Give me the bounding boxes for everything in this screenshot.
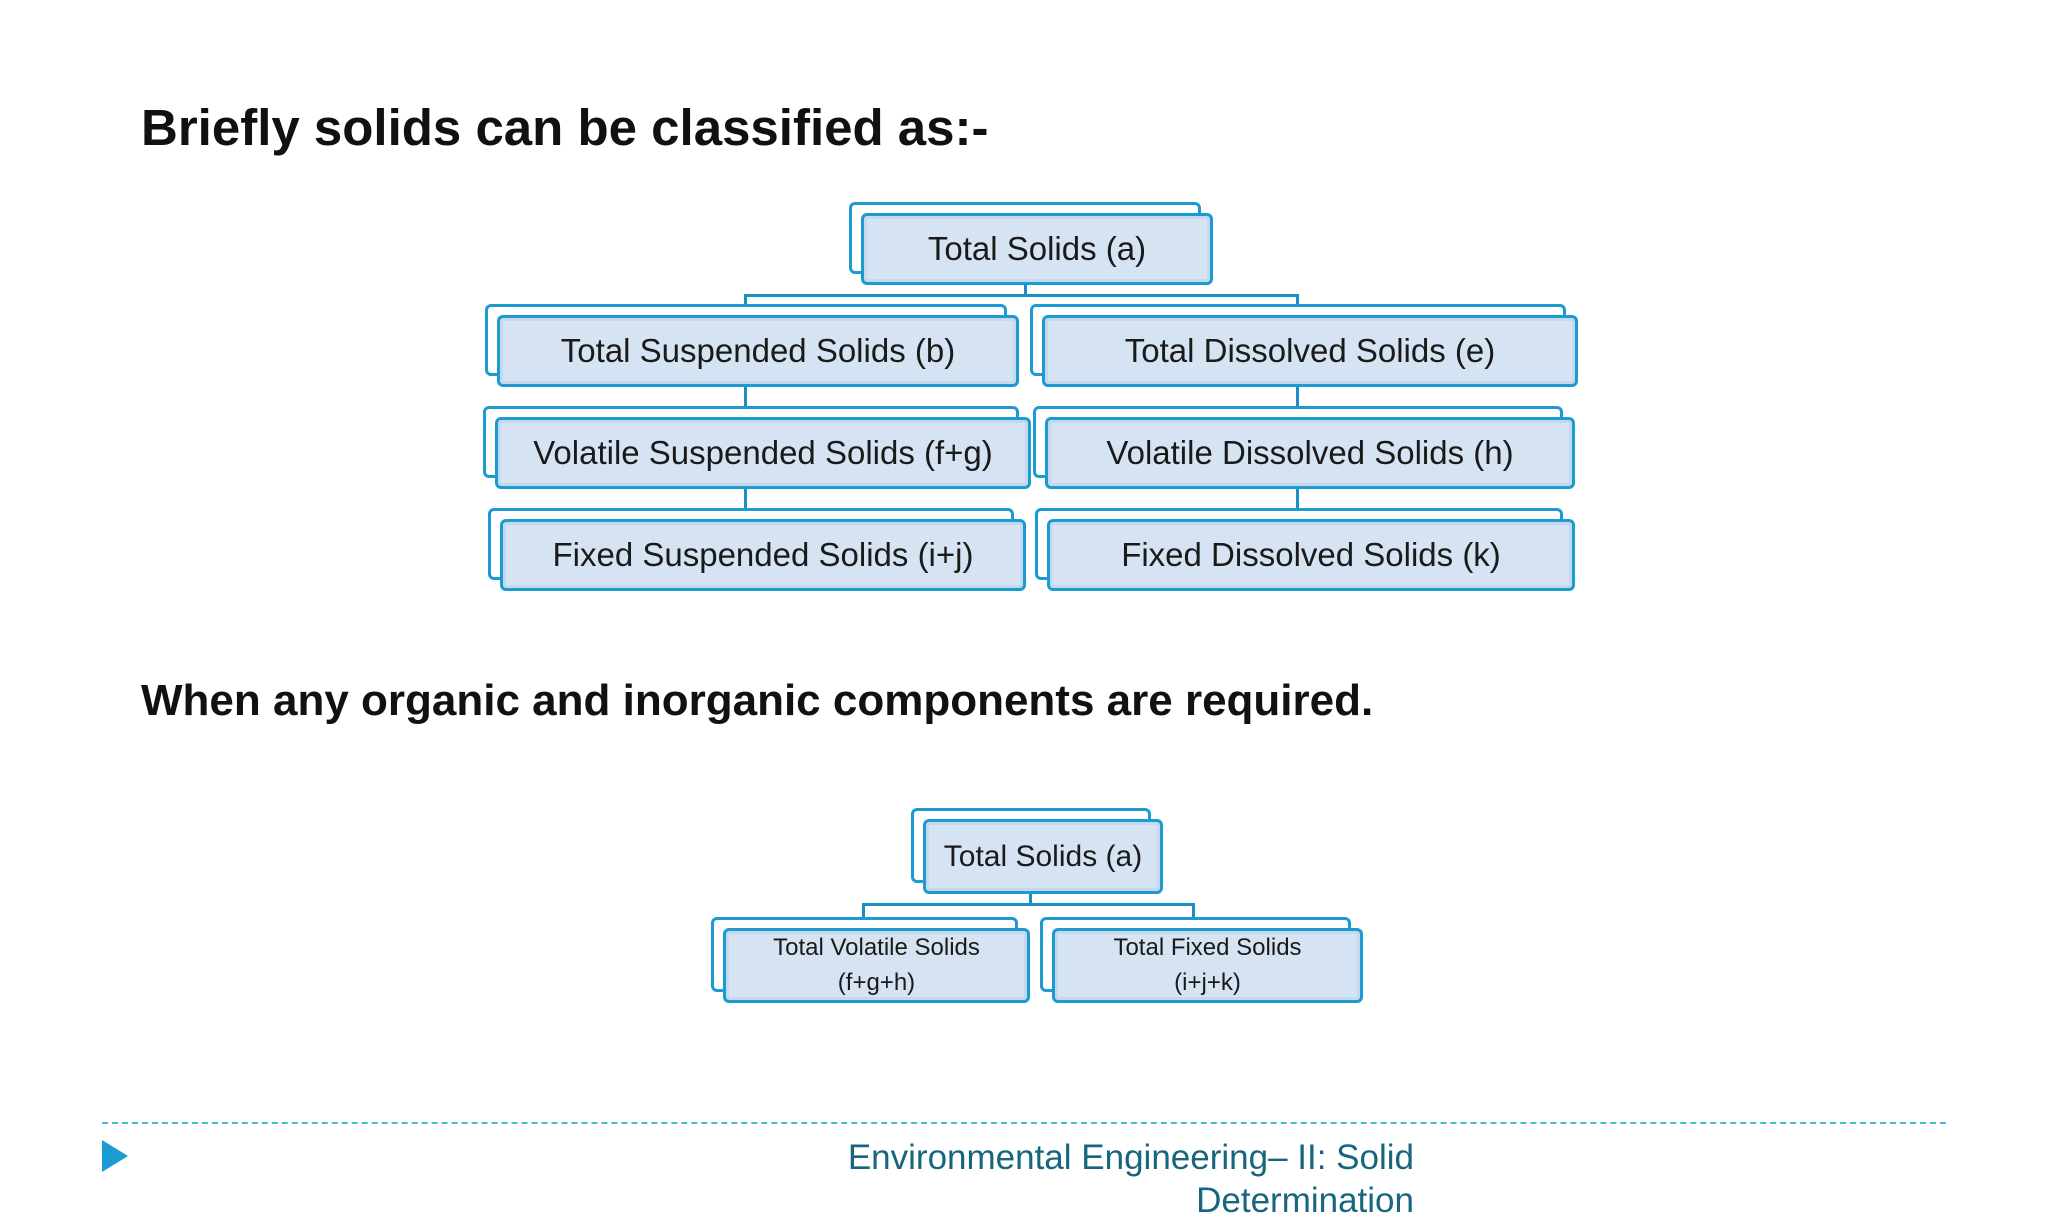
connector [1024,284,1027,296]
footer-title: Environmental Engineering– II: Solid Det… [760,1136,1414,1222]
connector [744,294,747,312]
node-label-line1: Total Fixed Solids [1113,933,1302,961]
section-heading: When any organic and inorganic component… [141,676,1374,725]
connector [1296,488,1299,508]
play-arrow-icon [102,1140,128,1172]
connector [1192,903,1195,919]
node-label-line1: Total Volatile Solids [773,933,980,961]
connector [744,488,747,508]
footer-divider [102,1122,1946,1124]
connector [862,903,1195,906]
footer-line1: Environmental Engineering– II: Solid [847,1138,1414,1177]
connector [744,294,1299,297]
connector [1029,893,1032,905]
slide-title: Briefly solids can be classified as:- [141,99,989,156]
connector [862,903,865,919]
connector [744,386,747,406]
connector [1296,294,1299,312]
node-label-line2: (f+g+h) [837,968,916,996]
node-label-line2: (i+j+k) [1174,968,1241,996]
footer-line2: Determination [1196,1181,1414,1220]
connector [1296,386,1299,406]
